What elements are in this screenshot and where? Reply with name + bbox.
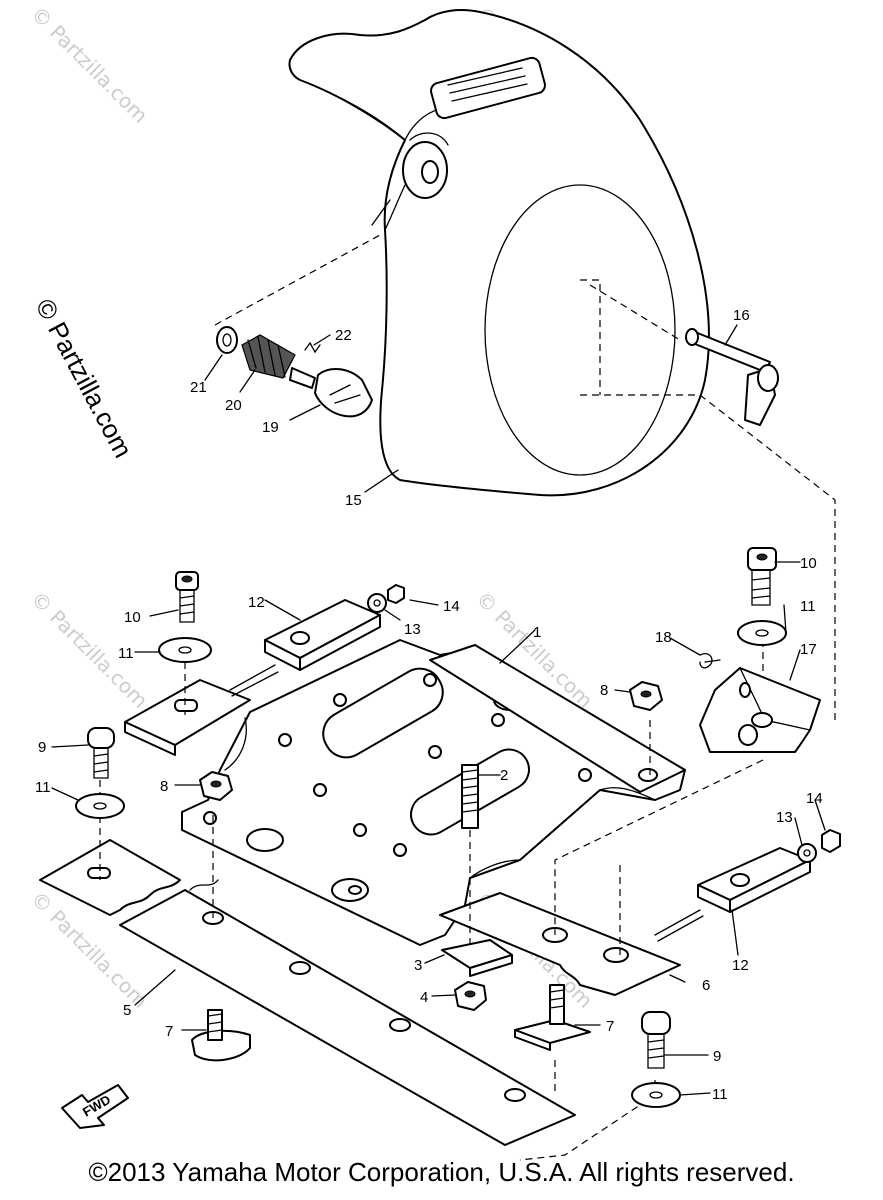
callout-16: 16 — [733, 307, 750, 324]
callout-12: 12 — [248, 594, 265, 611]
callout-9: 9 — [713, 1048, 721, 1065]
fan-cover — [288, 9, 710, 497]
callout-20: 20 — [225, 397, 242, 414]
callout-4: 4 — [420, 989, 428, 1006]
callout-3: 3 — [414, 957, 422, 974]
callout-12: 12 — [732, 957, 749, 974]
callout-8: 8 — [600, 682, 608, 699]
callout-leaders — [51, 324, 826, 1096]
callout-10: 10 — [124, 609, 141, 626]
callout-10: 10 — [800, 555, 817, 572]
callout-21: 21 — [190, 379, 207, 396]
callout-13: 13 — [404, 621, 421, 638]
callout-7: 7 — [606, 1018, 614, 1035]
pin-16 — [685, 328, 779, 426]
callout-numbers: 1 2 3 4 5 6 7 7 8 8 9 9 10 10 11 11 11 1… — [35, 307, 823, 1103]
copyright-notice: ©2013 Yamaha Motor Corporation, U.S.A. A… — [88, 1157, 795, 1187]
callout-14: 14 — [443, 598, 460, 615]
watermark-dark: © Partzilla.com — [30, 294, 139, 463]
callout-17: 17 — [800, 641, 817, 658]
knob-assembly — [216, 326, 373, 418]
mount-strip-left — [124, 679, 251, 756]
plate-6 — [39, 839, 681, 996]
callout-11: 11 — [800, 598, 816, 615]
callout-15: 15 — [345, 492, 362, 509]
callout-6: 6 — [702, 977, 710, 994]
base-plate — [181, 639, 686, 946]
callout-2: 2 — [500, 767, 508, 784]
mount-strip-right — [429, 644, 686, 793]
callout-8: 8 — [160, 778, 168, 795]
callout-7: 7 — [165, 1023, 173, 1040]
callout-18: 18 — [655, 629, 672, 646]
leader-lines-cover — [214, 234, 836, 725]
callout-9: 9 — [38, 739, 46, 756]
fwd-marker: FWD — [61, 1084, 129, 1129]
watermark: © Partzilla.com — [26, 587, 152, 713]
callout-22: 22 — [335, 327, 352, 344]
callout-5: 5 — [123, 1002, 131, 1019]
callout-1: 1 — [533, 624, 541, 641]
plate-5 — [119, 879, 576, 1146]
watermark: © Partzilla.com — [26, 2, 152, 128]
callout-11: 11 — [35, 779, 51, 796]
hardware — [75, 547, 841, 1108]
callout-13: 13 — [776, 809, 793, 826]
callout-14: 14 — [806, 790, 823, 807]
callout-11: 11 — [118, 645, 134, 662]
callout-19: 19 — [262, 419, 279, 436]
callout-11: 11 — [712, 1086, 728, 1103]
